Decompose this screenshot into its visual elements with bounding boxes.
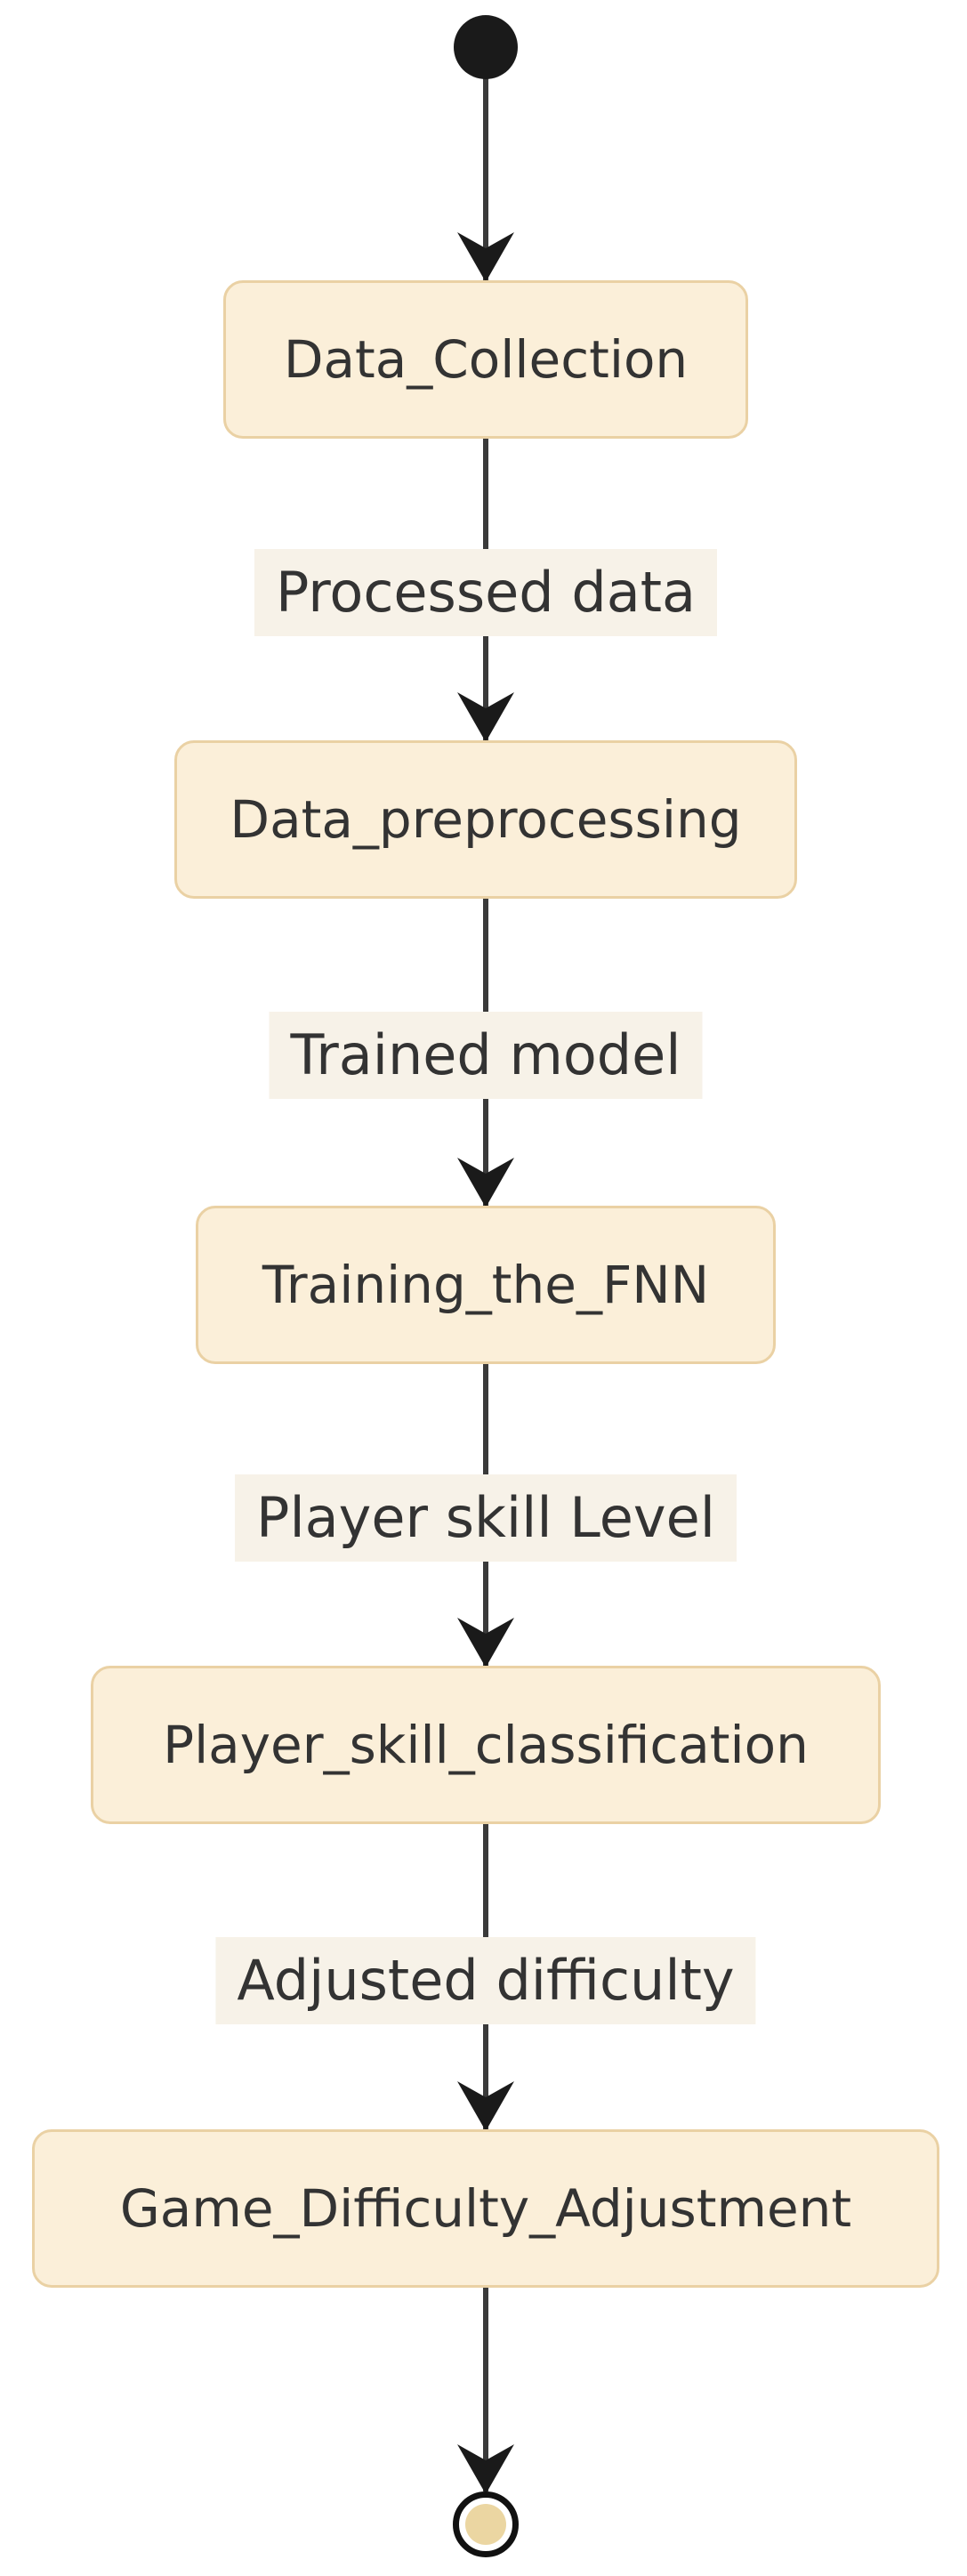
arrowhead-icon <box>457 2081 514 2131</box>
arrowhead-icon <box>457 692 514 742</box>
arrowhead-icon <box>457 1158 514 1207</box>
initial-state-dot <box>454 15 518 79</box>
state-node-data-preprocessing: Data_preprocessing <box>174 740 797 899</box>
state-node-data-collection: Data_Collection <box>223 280 748 439</box>
arrowhead-icon <box>457 232 514 282</box>
state-node-player-skill-classification: Player_skill_classification <box>91 1666 881 1824</box>
transition-label-trained-model: Trained model <box>269 1012 703 1100</box>
final-state-icon <box>453 2491 519 2557</box>
final-state-inner-dot <box>465 2504 506 2545</box>
state-node-training-the-fnn: Training_the_FNN <box>196 1206 776 1364</box>
arrowhead-icon <box>457 1618 514 1668</box>
state-node-game-difficulty-adjustment: Game_Difficulty_Adjustment <box>32 2129 939 2288</box>
transition-label-processed-data: Processed data <box>254 549 718 637</box>
transition-label-player-skill-level: Player skill Level <box>235 1474 737 1563</box>
transition-label-adjusted-difficulty: Adjusted difficulty <box>215 1937 756 2025</box>
arrowhead-icon <box>457 2444 514 2494</box>
